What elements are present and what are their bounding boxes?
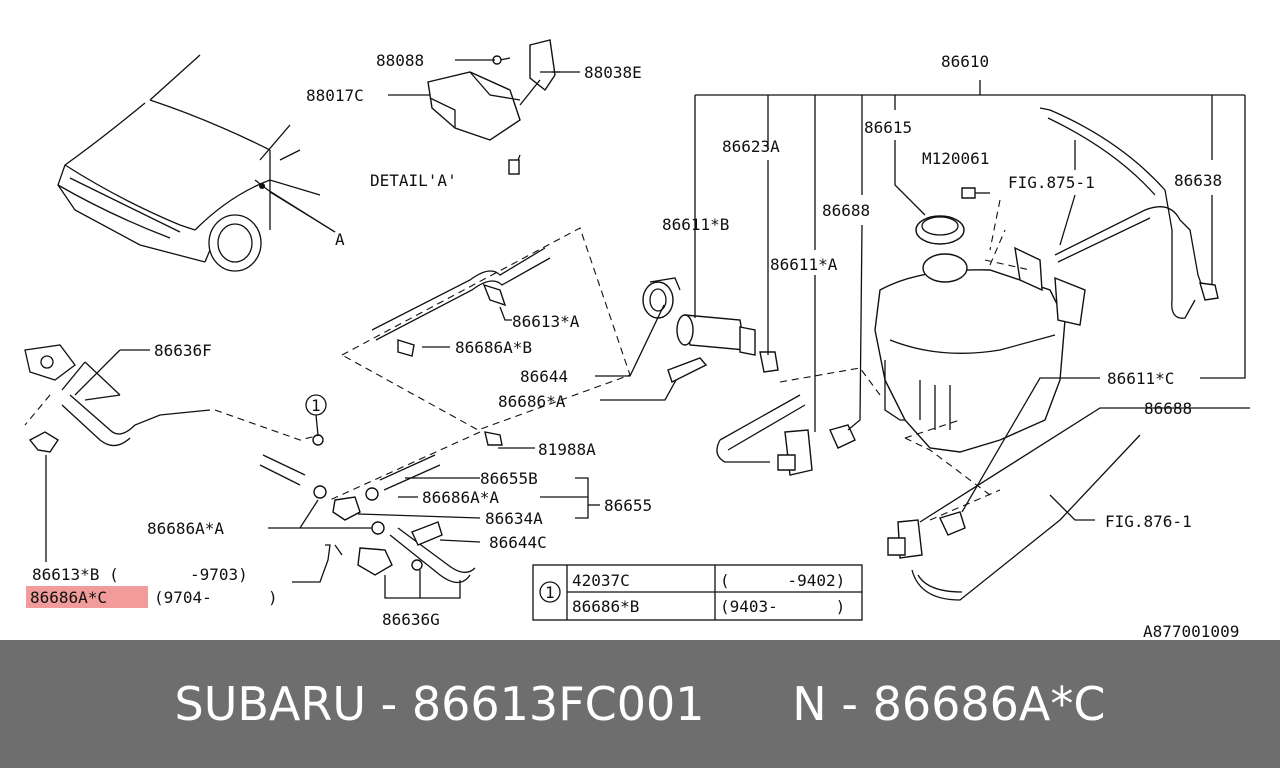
table-row-1-range: ( -9402) xyxy=(720,571,845,590)
highlight-box xyxy=(26,586,148,608)
label-fig-876[interactable]: FIG.876-1 xyxy=(1105,512,1192,531)
hoses-left xyxy=(24,247,551,584)
labels: 88088 88038E 88017C DETAIL'A' 86610 8662… xyxy=(30,51,1239,640)
label-86655b[interactable]: 86655B xyxy=(480,469,538,488)
table-row-1-part[interactable]: 42037C xyxy=(572,571,630,590)
label-86623a[interactable]: 86623A xyxy=(722,137,780,156)
label-86686aa-left[interactable]: 86686A*A xyxy=(147,519,224,538)
circle-marker-number: 1 xyxy=(311,396,321,415)
pump-assembly xyxy=(642,277,881,396)
label-fig-875[interactable]: FIG.875-1 xyxy=(1008,173,1095,192)
footer-bar: SUBARU - 86613FC001 N - 86686A*C xyxy=(0,640,1280,768)
label-86613b[interactable]: 86613*B ( xyxy=(32,565,119,584)
label-86634a[interactable]: 86634A xyxy=(485,509,543,528)
label-86611b[interactable]: 86611*B xyxy=(662,215,729,234)
label-range-9703: -9703) xyxy=(190,565,248,584)
label-86638[interactable]: 86638 xyxy=(1174,171,1222,190)
dashed-box xyxy=(340,227,631,431)
label-86686a[interactable]: 86686*A xyxy=(498,392,566,411)
rear-hose xyxy=(1039,107,1219,319)
label-86688-top[interactable]: 86688 xyxy=(822,201,870,220)
label-88017c[interactable]: 88017C xyxy=(306,86,364,105)
label-86613a[interactable]: 86613*A xyxy=(512,312,580,331)
reference-table: 1 42037C ( -9402) 86686*B (9403- ) xyxy=(532,564,863,621)
label-86686aa-right[interactable]: 86686A*A xyxy=(422,488,499,507)
table-row-2-range: (9403- ) xyxy=(720,597,845,616)
diagram-canvas: 88088 88038E 88017C DETAIL'A' 86610 8662… xyxy=(24,39,1250,640)
label-range-9704: (9704- xyxy=(154,588,212,607)
label-a-mark: A xyxy=(335,230,345,249)
diagram-code: A877001009 xyxy=(1143,622,1239,640)
washer-tank xyxy=(874,187,1086,453)
label-86686ac[interactable]: 86686A*C xyxy=(30,588,107,607)
label-88038e[interactable]: 88038E xyxy=(584,63,642,82)
label-86636g[interactable]: 86636G xyxy=(382,610,440,629)
label-86644c[interactable]: 86644C xyxy=(489,533,547,552)
label-86644[interactable]: 86644 xyxy=(520,367,568,386)
label-86615[interactable]: 86615 xyxy=(864,118,912,137)
parts-diagram: 88088 88038E 88017C DETAIL'A' 86610 8662… xyxy=(24,39,1250,640)
leader-lines xyxy=(45,71,1250,599)
label-86686ab[interactable]: 86686A*B xyxy=(455,338,532,357)
footer-part-number: SUBARU - 86613FC001 N - 86686A*C xyxy=(174,677,1106,731)
label-86611a[interactable]: 86611*A xyxy=(770,255,838,274)
label-m120061[interactable]: M120061 xyxy=(922,149,989,168)
label-88088[interactable]: 88088 xyxy=(376,51,424,70)
car-outline xyxy=(57,54,336,272)
table-circle-number: 1 xyxy=(545,583,555,602)
table-row-2-part[interactable]: 86686*B xyxy=(572,597,639,616)
label-86688-bottom[interactable]: 86688 xyxy=(1144,399,1192,418)
label-range-9704-close: ) xyxy=(268,588,278,607)
label-81988a[interactable]: 81988A xyxy=(538,440,596,459)
label-86611c[interactable]: 86611*C xyxy=(1107,369,1174,388)
label-86610[interactable]: 86610 xyxy=(941,52,989,71)
nozzles-right xyxy=(716,394,1141,601)
label-detail-a: DETAIL'A' xyxy=(370,171,457,190)
label-86655[interactable]: 86655 xyxy=(604,496,652,515)
detail-a-bracket xyxy=(388,39,580,175)
label-86636f[interactable]: 86636F xyxy=(154,341,212,360)
